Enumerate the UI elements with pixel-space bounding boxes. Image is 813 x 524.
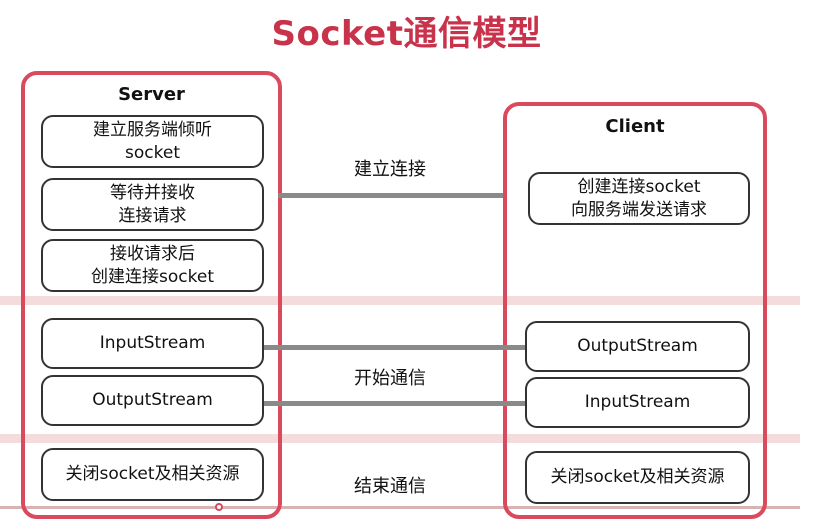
box-text-line: 关闭socket及相关资源 [65, 464, 240, 484]
client-title: Client [605, 116, 665, 137]
server-step-accept: 接收请求后 创建连接socket [41, 239, 264, 292]
box-text-line: 连接请求 [118, 205, 187, 226]
connect-label: 建立连接 [354, 159, 426, 180]
phase-separator-band [0, 296, 800, 305]
box-text-line: 建立服务端倾听 [93, 119, 212, 140]
box-text-line: 接收请求后 [110, 243, 195, 264]
server-inputstream: InputStream [41, 318, 264, 369]
phase-separator-band [0, 434, 800, 443]
diagram-title: Socket通信模型 [271, 14, 542, 54]
box-text-line: InputStream [99, 333, 206, 353]
client-inputstream: InputStream [525, 377, 750, 428]
client-close: 关闭socket及相关资源 [525, 451, 750, 504]
panel-edge-dot [215, 503, 223, 511]
server-close: 关闭socket及相关资源 [41, 448, 264, 501]
box-text-line: 等待并接收 [110, 182, 195, 203]
communicate-label: 开始通信 [354, 368, 426, 389]
box-text-line: InputStream [584, 392, 691, 412]
client-outputstream: OutputStream [525, 321, 750, 372]
client-panel: Client [503, 102, 767, 519]
server-step-wait: 等待并接收 连接请求 [41, 178, 264, 231]
input-output-line [263, 345, 528, 350]
box-text-line: OutputStream [577, 336, 698, 356]
server-outputstream: OutputStream [41, 375, 264, 426]
server-panel: Server [21, 71, 282, 519]
box-text-line: 创建连接socket [577, 176, 701, 197]
box-text-line: OutputStream [92, 390, 213, 410]
connect-arrow-line [278, 193, 503, 198]
bottom-rule [0, 506, 800, 509]
box-text-line: socket [125, 142, 180, 163]
box-text-line: 创建连接socket [91, 266, 214, 287]
box-text-line: 向服务端发送请求 [571, 199, 707, 220]
server-step-listen: 建立服务端倾听 socket [41, 115, 264, 168]
output-input-line [263, 401, 528, 406]
box-text-line: 关闭socket及相关资源 [550, 467, 725, 487]
client-step-connect: 创建连接socket 向服务端发送请求 [528, 172, 750, 225]
server-title: Server [118, 84, 185, 105]
end-label: 结束通信 [354, 476, 426, 497]
